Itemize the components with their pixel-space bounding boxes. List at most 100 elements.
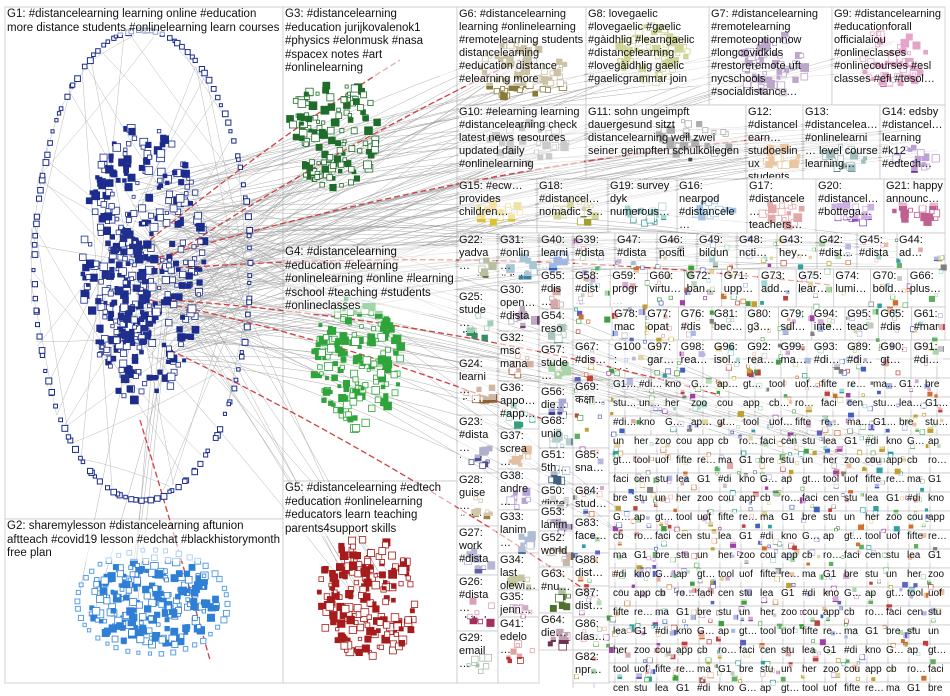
- node-small: [612, 313, 617, 318]
- node-g7: [782, 72, 787, 77]
- node-small: [883, 568, 888, 573]
- node-small: [876, 339, 879, 342]
- node-small: [727, 318, 731, 322]
- node-small: [924, 593, 928, 597]
- node-small: [842, 292, 845, 295]
- node-g1: [160, 258, 164, 262]
- node-g23: [480, 463, 486, 469]
- node-g9: [900, 66, 906, 72]
- node-g68: [566, 439, 572, 445]
- node-g1: [166, 181, 170, 185]
- node-small: [693, 406, 698, 411]
- node-g1: [32, 243, 37, 248]
- group-box-small: [729, 378, 755, 397]
- node-g2: [183, 625, 190, 632]
- node-g19: [659, 203, 666, 210]
- node-g1: [104, 301, 107, 304]
- node-g64: [562, 637, 568, 643]
- node-g2: [106, 642, 109, 645]
- node-g1: [146, 142, 151, 147]
- node-small: [727, 499, 730, 502]
- node-g2: [129, 566, 133, 570]
- node-g3: [364, 161, 372, 169]
- node-g57: [549, 365, 555, 371]
- node-small: [858, 524, 863, 529]
- node-g14: [912, 167, 918, 173]
- group-box-small: [741, 530, 762, 549]
- node-g51: [562, 467, 570, 475]
- node-g7: [761, 63, 766, 68]
- node-small: [759, 407, 763, 411]
- node-small: [586, 490, 591, 495]
- node-small: [935, 395, 938, 398]
- node-g3: [309, 102, 317, 110]
- node-small: [789, 470, 793, 474]
- node-g1: [180, 44, 185, 49]
- group-box-small: [846, 549, 867, 568]
- node-g4: [341, 317, 346, 322]
- node-small: [811, 505, 814, 508]
- node-g33: [521, 543, 525, 547]
- node-small: [809, 256, 812, 259]
- node-small: [791, 343, 795, 347]
- node-g1: [147, 155, 151, 159]
- node-small: [632, 261, 636, 265]
- node-small: [778, 542, 782, 546]
- node-small: [833, 420, 836, 423]
- group-box-small: [703, 340, 729, 359]
- node-g30: [520, 306, 525, 311]
- node-g5: [399, 640, 405, 646]
- node-g20: [853, 204, 859, 210]
- node-g1: [123, 152, 127, 156]
- node-g1: [165, 211, 168, 214]
- node-small: [716, 472, 719, 475]
- node-small: [575, 434, 580, 439]
- node-g31: [531, 269, 537, 275]
- group-box-small: [783, 511, 804, 530]
- node-small: [893, 317, 897, 321]
- group-box-small: [804, 587, 825, 606]
- node-small: [657, 612, 660, 615]
- node-small: [591, 278, 595, 282]
- node-small: [671, 655, 675, 659]
- node-g10: [552, 145, 557, 150]
- node-g1: [48, 141, 53, 146]
- node-small: [754, 370, 757, 373]
- node-g4: [354, 310, 357, 313]
- node-g8: [656, 27, 661, 32]
- node-g6: [518, 88, 523, 93]
- node-g6: [507, 42, 514, 49]
- node-g22: [479, 259, 483, 263]
- group-box-small: [636, 606, 657, 625]
- node-g19: [636, 209, 640, 213]
- node-g1: [244, 199, 250, 205]
- node-small: [584, 373, 588, 377]
- node-g1: [246, 312, 251, 317]
- node-g1: [139, 498, 144, 503]
- node-g1: [32, 282, 37, 287]
- node-g3: [323, 82, 330, 89]
- node-g53: [567, 524, 572, 529]
- node-small: [656, 264, 660, 268]
- node-g1: [126, 217, 131, 222]
- node-small: [669, 337, 674, 342]
- node-small: [663, 374, 667, 378]
- node-small: [710, 255, 713, 258]
- node-g1: [36, 323, 40, 327]
- node-small: [931, 618, 935, 622]
- node-small: [925, 509, 928, 512]
- node-g7: [743, 65, 750, 72]
- node-small: [764, 287, 769, 292]
- group-box-small: [804, 682, 825, 688]
- node-small: [887, 605, 892, 610]
- node-small: [574, 239, 578, 243]
- node-small: [668, 525, 671, 528]
- node-g17: [778, 208, 785, 215]
- node-g1: [73, 446, 79, 452]
- node-g1: [247, 300, 252, 305]
- node-small: [592, 358, 595, 361]
- node-g5: [380, 560, 385, 565]
- group-box-small: [825, 568, 846, 587]
- node-small: [643, 305, 647, 309]
- group-box-small: [720, 682, 741, 688]
